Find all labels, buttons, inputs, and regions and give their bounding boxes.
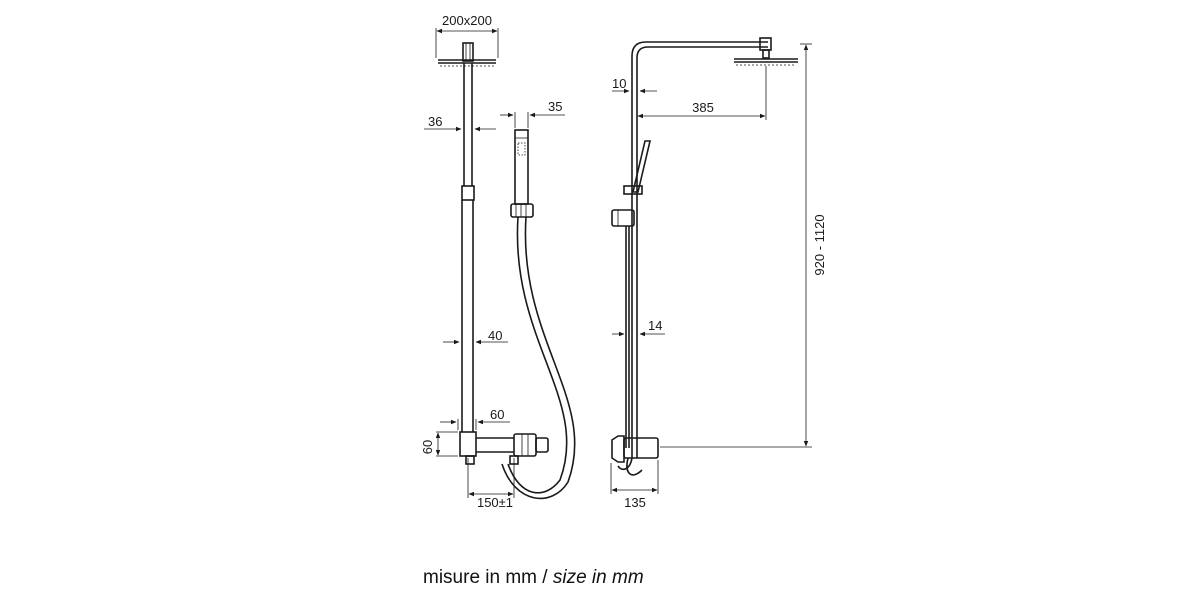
dim-inlet-spacing: 150±1 bbox=[467, 458, 515, 510]
caption-english: size in mm bbox=[552, 567, 644, 588]
dim-head-width: 200x200 bbox=[435, 13, 499, 58]
dim-lower-rail: 40 bbox=[443, 328, 508, 345]
dim-40-label: 40 bbox=[488, 328, 502, 343]
dim-mixer-width: 60 bbox=[440, 407, 510, 430]
dim-arm-projection: 385 bbox=[637, 66, 767, 120]
dim-385-label: 385 bbox=[692, 100, 714, 115]
side-shower-head bbox=[734, 58, 798, 66]
dim-bar-diameter: 14 bbox=[612, 318, 665, 337]
front-hand-shower bbox=[501, 129, 576, 500]
side-slide-bar bbox=[625, 226, 630, 448]
dim-14-label: 14 bbox=[648, 318, 662, 333]
dim-mixer-height: 60 bbox=[420, 431, 458, 457]
dim-150-label: 150±1 bbox=[477, 495, 513, 510]
front-upper-rail bbox=[461, 63, 475, 201]
front-thermostatic-mixer bbox=[459, 431, 549, 465]
side-hand-shower bbox=[611, 140, 652, 227]
caption-italian: misure in mm bbox=[423, 567, 538, 588]
front-view: 200x200 36 40 bbox=[420, 13, 549, 510]
dim-60-height-label: 60 bbox=[420, 440, 435, 454]
dim-head-size-label: 200x200 bbox=[442, 13, 492, 28]
dim-36-label: 36 bbox=[428, 114, 442, 129]
dim-wall-depth: 135 bbox=[610, 460, 659, 510]
dim-height-range-label: 920 - 1120 bbox=[812, 214, 827, 275]
side-overhead-arm bbox=[631, 37, 772, 458]
dim-35-label: 35 bbox=[548, 99, 562, 114]
dim-arm-thickness: 10 bbox=[612, 76, 657, 94]
front-lower-rail bbox=[461, 200, 474, 432]
dim-10-label: 10 bbox=[612, 76, 626, 91]
dim-135-label: 135 bbox=[624, 495, 646, 510]
dim-rail-diameter: 36 bbox=[424, 114, 496, 132]
dim-60-width-label: 60 bbox=[490, 407, 504, 422]
side-mixer bbox=[611, 435, 659, 476]
caption-separator: / bbox=[537, 567, 553, 588]
dim-hand-shower: 35 bbox=[500, 99, 565, 128]
dim-total-height: 920 - 1120 bbox=[660, 43, 827, 448]
side-view: 10 385 14 bbox=[610, 37, 827, 510]
front-shower-head bbox=[438, 42, 496, 67]
units-caption: misure in mm / size in mm bbox=[423, 567, 644, 589]
